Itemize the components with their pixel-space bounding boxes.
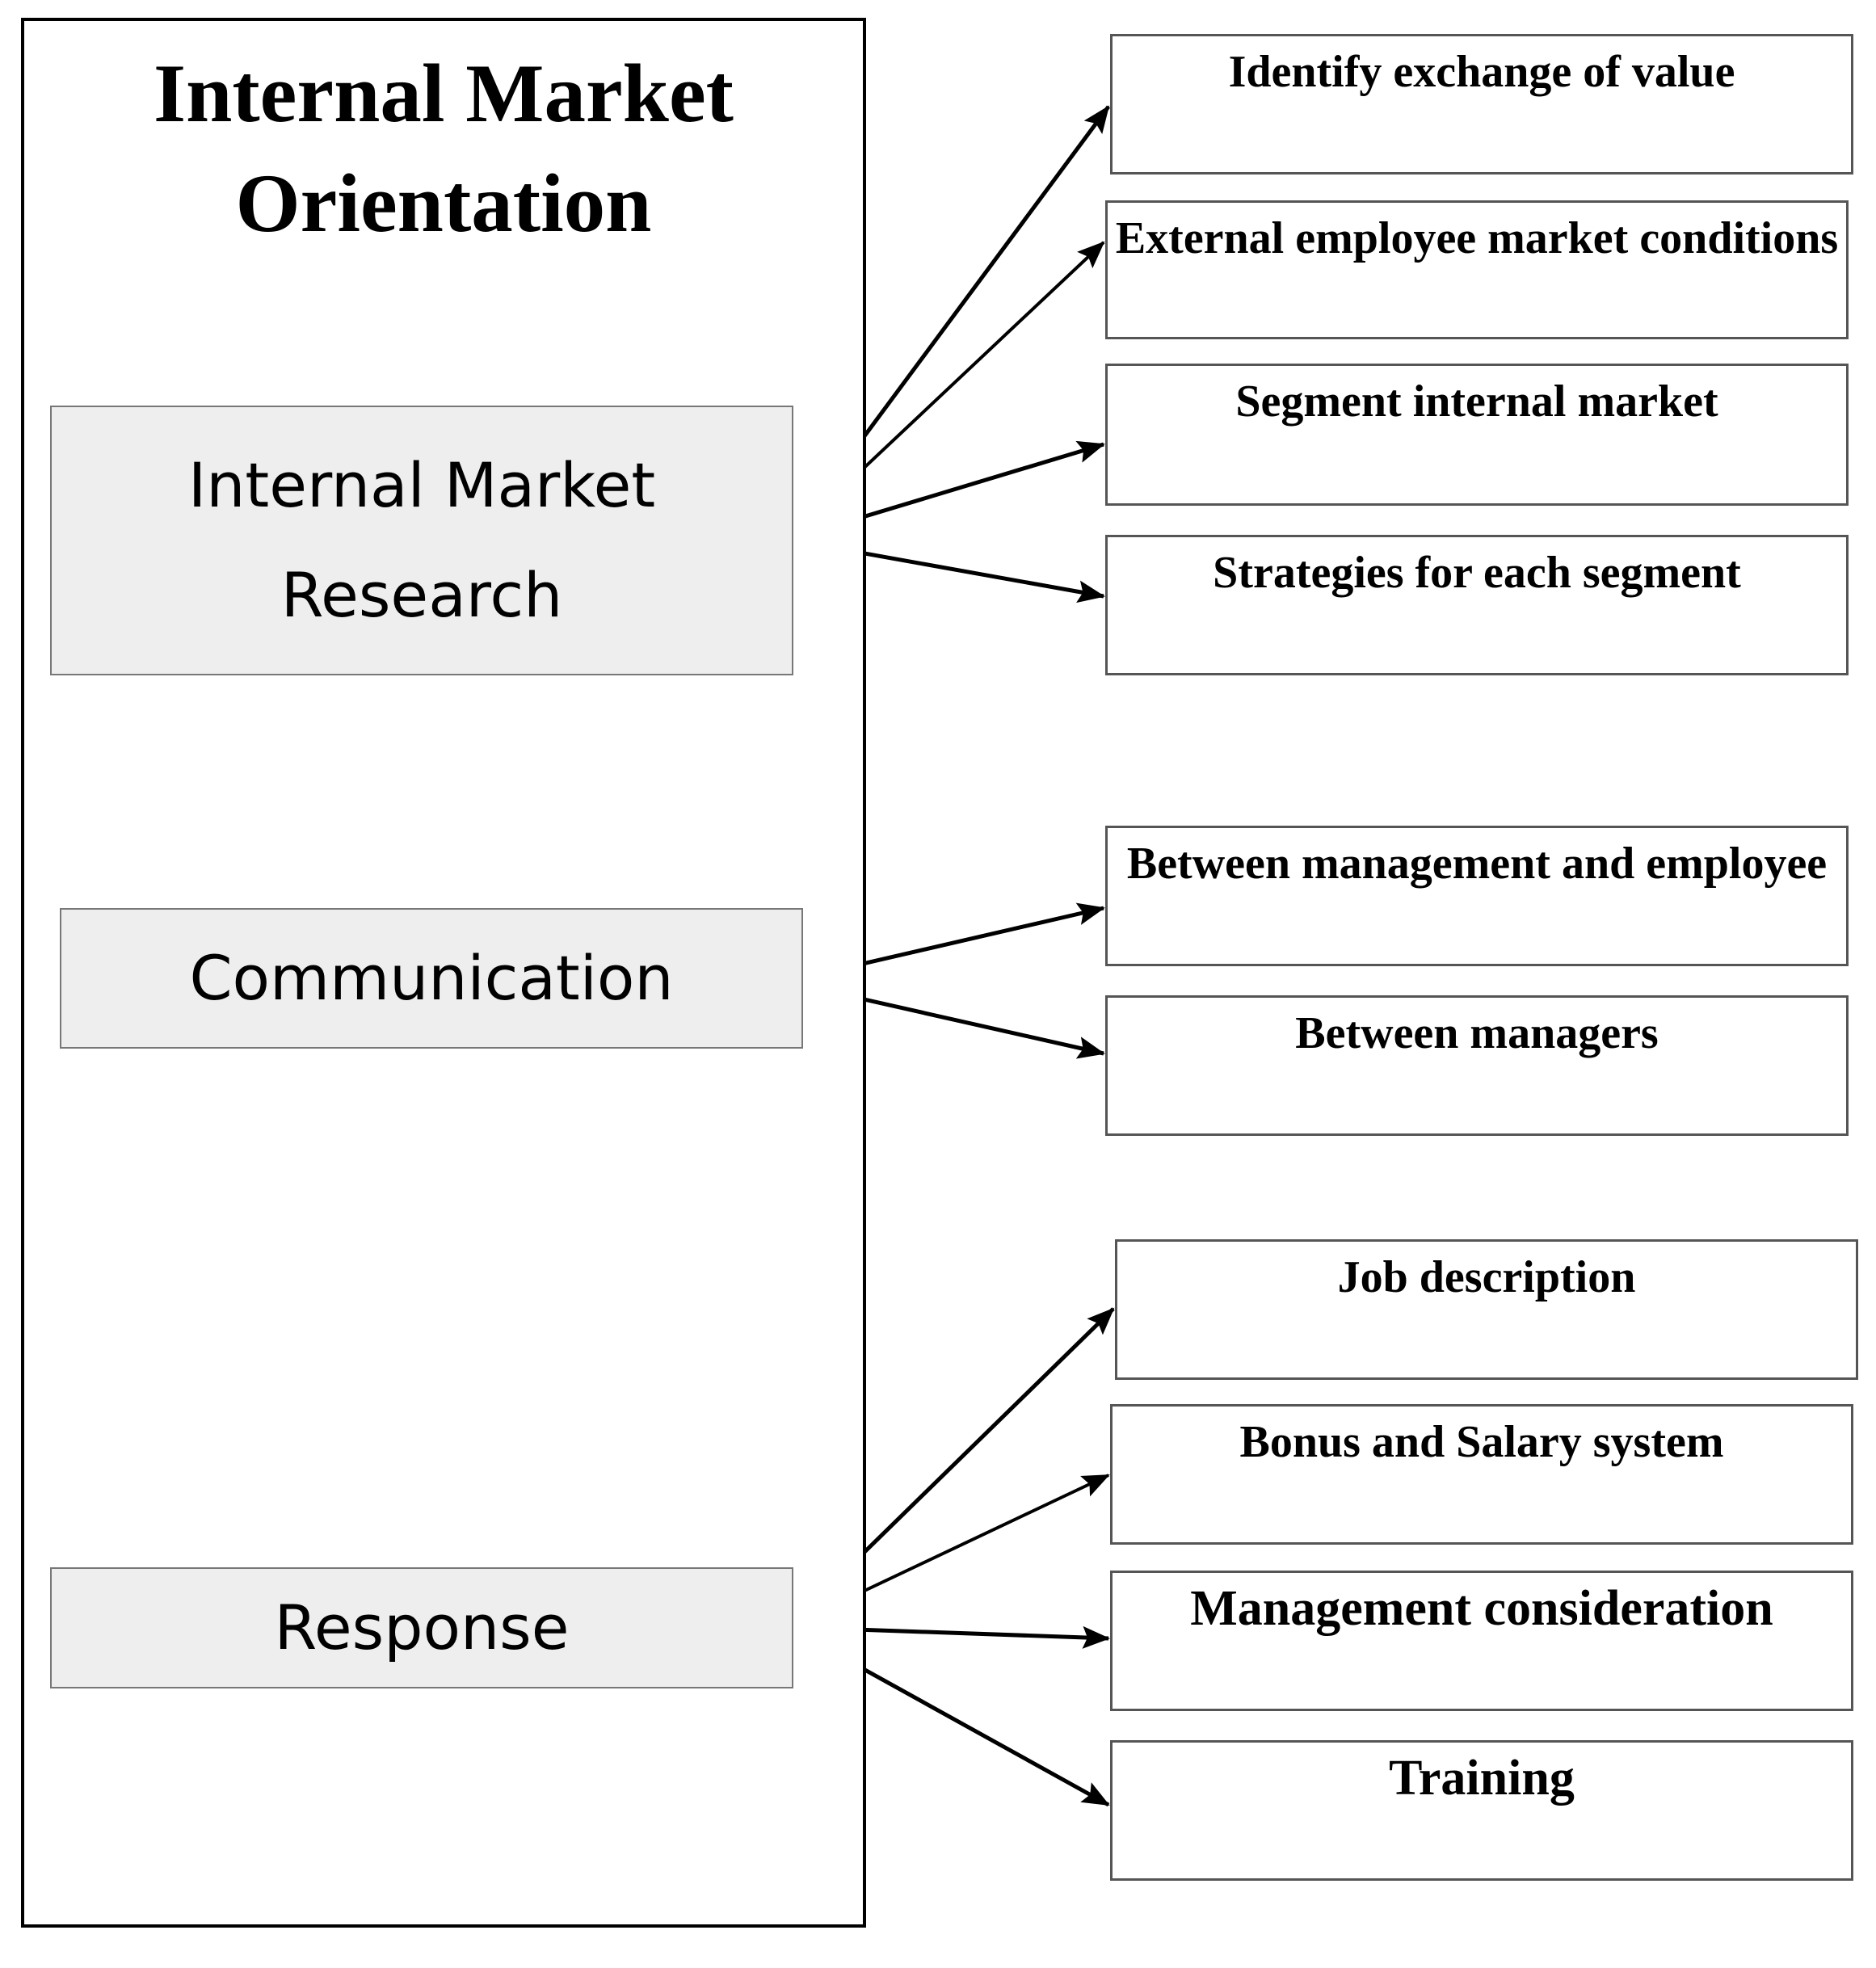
item-segment-internal-market: Segment internal market bbox=[1105, 364, 1849, 506]
item-label: Between managers bbox=[1295, 1008, 1659, 1058]
item-label: Strategies for each segment bbox=[1213, 548, 1741, 598]
category-communication: Communication bbox=[60, 908, 803, 1049]
item-label: Job description bbox=[1337, 1252, 1636, 1302]
item-job-description: Job description bbox=[1115, 1239, 1858, 1380]
category-response: Response bbox=[50, 1567, 793, 1688]
category-label-response: Response bbox=[274, 1592, 570, 1663]
item-strategies-for-each-segment: Strategies for each segment bbox=[1105, 535, 1849, 675]
diagram-title: Internal Market Orientation bbox=[154, 48, 734, 250]
category-label-research: Internal Market Research bbox=[187, 449, 656, 631]
item-label: Training bbox=[1389, 1751, 1575, 1806]
item-label: Between management and employee bbox=[1126, 839, 1828, 889]
item-external-employee-market-conditions: External employee market conditions bbox=[1105, 200, 1849, 339]
item-management-consideration: Management consideration bbox=[1110, 1571, 1853, 1711]
category-internal-market-research: Internal Market Research bbox=[50, 406, 793, 675]
item-between-management-and-employee: Between management and employee bbox=[1105, 826, 1849, 966]
item-bonus-and-salary-system: Bonus and Salary system bbox=[1110, 1404, 1853, 1545]
category-label-communication: Communication bbox=[189, 942, 674, 1014]
item-label: Identify exchange of value bbox=[1228, 47, 1735, 97]
item-label: Management consideration bbox=[1190, 1581, 1773, 1636]
item-label: Segment internal market bbox=[1235, 376, 1718, 427]
item-between-managers: Between managers bbox=[1105, 995, 1849, 1136]
item-label: External employee market conditions bbox=[1115, 213, 1839, 263]
item-label: Bonus and Salary system bbox=[1239, 1417, 1724, 1467]
item-identify-exchange-of-value: Identify exchange of value bbox=[1110, 34, 1853, 175]
item-training: Training bbox=[1110, 1740, 1853, 1881]
